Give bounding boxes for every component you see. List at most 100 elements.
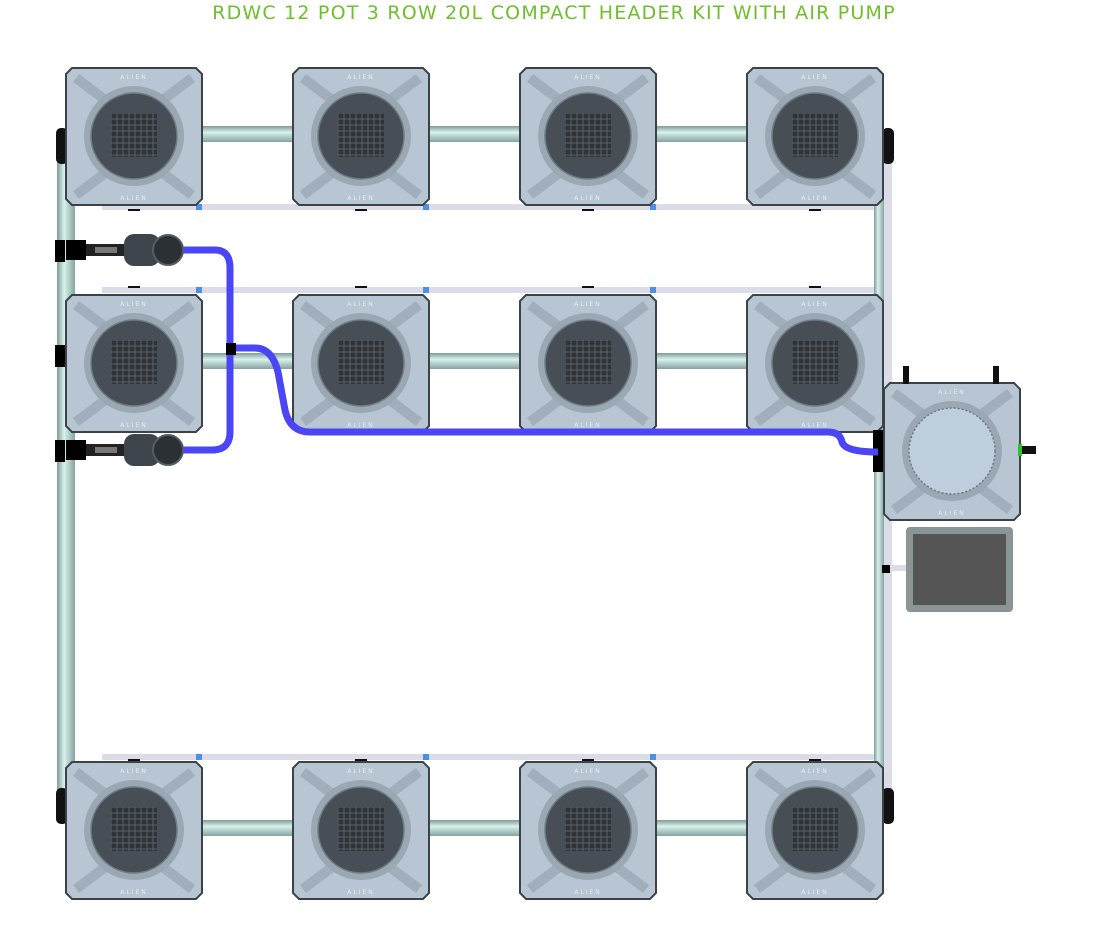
brand-mark: ALIEN [347,301,375,308]
pump-fitting [66,240,86,260]
brand-mark: ALIEN [574,768,602,775]
pot-ridges [73,74,195,199]
net-pot-mesh [338,113,384,157]
drain-connector [650,754,656,760]
drain-connector [650,287,656,293]
pot-ridges [73,768,195,893]
brand-mark: ALIEN [938,389,966,396]
brand-mark: ALIEN [347,74,375,81]
pipe-elbow [882,128,894,164]
air-pump-top [913,534,1006,605]
pipe-tee [55,345,65,367]
reservoir-valve-handle [1022,446,1036,454]
brand-mark: ALIEN [120,889,148,896]
brand-mark: ALIEN [120,74,148,81]
pump-impeller-head [152,434,184,466]
brand-mark: ALIEN [801,301,829,308]
drain-connector [650,204,656,210]
reservoir-fitting [993,366,999,384]
drain-line [102,754,884,760]
drain-connector [423,287,429,293]
pot-ridges [527,768,649,893]
pipe-tee [55,440,65,462]
pot-ridges [754,74,876,199]
drain-clip [582,209,594,211]
brand-mark: ALIEN [801,889,829,896]
pipe-tee [55,240,65,262]
pump-fitting [66,440,86,460]
drain-clip [128,759,140,761]
net-pot-mesh [565,113,611,157]
reservoir-fitting [903,366,909,384]
pot-ridges [527,301,649,426]
net-pot-mesh [111,340,157,384]
net-pot-mesh [792,807,838,851]
drain-clip [582,286,594,288]
drain-clip [809,286,821,288]
drain-clip [128,286,140,288]
pot-middle-row-3: ALIEN ALIEN [519,294,657,433]
drain-clip [355,209,367,211]
brand-mark: ALIEN [120,301,148,308]
row-pipe [200,126,750,142]
reservoir-valve [1018,444,1022,456]
pot-ridges [754,301,876,426]
drain-clip [128,209,140,211]
drain-line [102,204,884,210]
pot-ridges [754,768,876,893]
pump-body [124,434,160,466]
net-pot-mesh [338,807,384,851]
brand-mark: ALIEN [347,195,375,202]
air-line-tee [226,343,236,355]
pump-impeller-head [152,234,184,266]
row-pipe [200,820,750,836]
net-pot-mesh [792,340,838,384]
pot-ridges [73,301,195,426]
brand-mark: ALIEN [801,422,829,429]
pot-bottom-row-4: ALIEN ALIEN [746,761,884,900]
air-pump-connector [882,565,890,573]
brand-mark: ALIEN [574,301,602,308]
reservoir-lid [908,407,996,495]
pot-ridges [527,74,649,199]
brand-mark: ALIEN [574,195,602,202]
drain-connector [196,754,202,760]
pot-ridges [300,768,422,893]
brand-mark: ALIEN [347,889,375,896]
drain-connector [196,204,202,210]
pipe-elbow [882,788,894,824]
pot-middle-row-4: ALIEN ALIEN [746,294,884,433]
net-pot-mesh [565,807,611,851]
drain-clip [582,759,594,761]
pot-ridges [891,389,1013,514]
water-pump-1 [66,234,184,266]
pot-ridges [300,301,422,426]
drain-connector [423,204,429,210]
right-header-pipe [874,150,884,808]
drain-clip [355,759,367,761]
pump-body [124,234,160,266]
drain-line [102,287,884,293]
brand-mark: ALIEN [120,195,148,202]
brand-mark: ALIEN [801,768,829,775]
pot-top-row-1: ALIEN ALIEN [65,67,203,206]
drain-connector [423,754,429,760]
brand-mark: ALIEN [574,422,602,429]
brand-mark: ALIEN [801,195,829,202]
drain-clip [355,286,367,288]
net-pot-mesh [565,340,611,384]
row-pipe [200,353,750,369]
pump-coupling-band [95,447,117,453]
drain-clip [809,759,821,761]
air-pump-line [892,565,908,571]
drain-clip [809,209,821,211]
net-pot-mesh [338,340,384,384]
